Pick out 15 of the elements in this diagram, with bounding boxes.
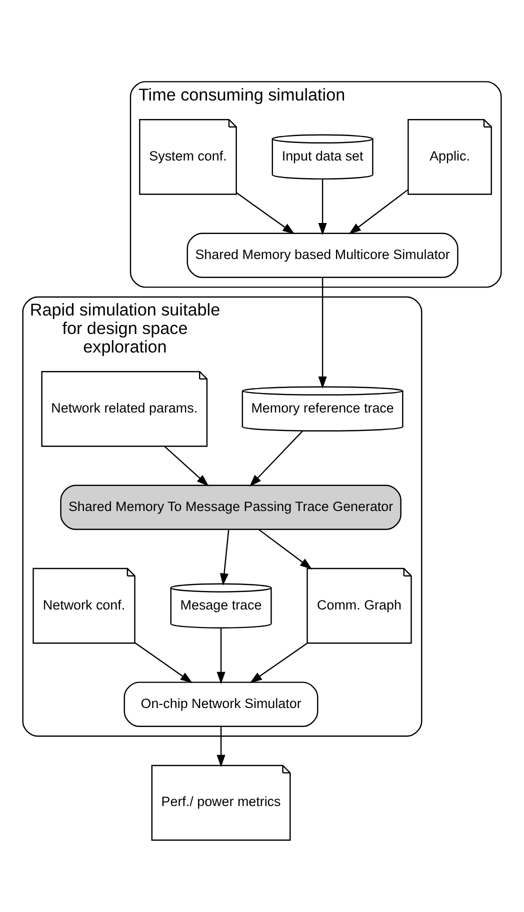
arrow [134, 642, 193, 684]
arrow [220, 529, 230, 586]
node-box: On-chip Network Simulator [124, 682, 318, 727]
arrow [164, 446, 209, 486]
arrow [348, 189, 408, 234]
arrow [216, 726, 226, 768]
arrow [258, 528, 312, 570]
arrow [250, 642, 308, 684]
node-box: Shared Memory To Message Passing Trace Generator [60, 484, 402, 530]
arrow [216, 628, 226, 684]
arrow [249, 430, 304, 487]
node-box: Shared Memory based Multicore Simulator [186, 232, 458, 278]
arrow [318, 178, 327, 236]
arrow [236, 192, 295, 234]
arrow [318, 278, 327, 389]
